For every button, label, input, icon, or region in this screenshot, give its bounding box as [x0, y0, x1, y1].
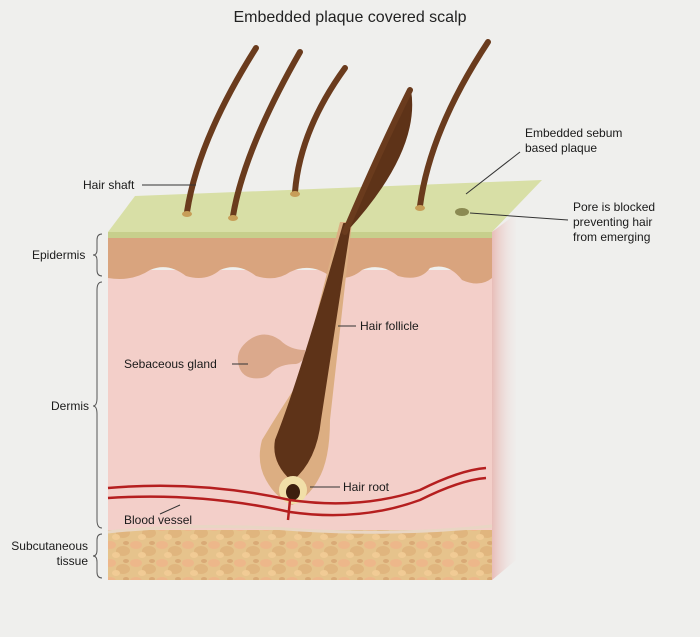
subcutaneous-layer: [108, 530, 492, 580]
sebaceous-gland-shape: [237, 334, 305, 379]
label-blood-vessel: Blood vessel: [124, 513, 193, 527]
label-epidermis: Epidermis: [32, 248, 86, 262]
leader-lines: [142, 151, 569, 515]
blocked-pore: [455, 208, 469, 216]
hair-shaft-3: [292, 65, 348, 195]
block-side-face: [492, 214, 516, 580]
label-sebaceous-gland: Sebaceous gland: [124, 357, 217, 371]
subcutaneous-edge: [107, 524, 493, 534]
plaque-front-edge: [108, 232, 492, 238]
label-plaque-line1: Embedded sebum: [525, 126, 623, 140]
label-subcutaneous: Subcutaneous tissue: [6, 539, 88, 569]
label-pore-line3: from emerging: [573, 230, 651, 244]
hair-shaft-4: [417, 39, 491, 209]
label-hair-shaft: Hair shaft: [83, 178, 135, 192]
epidermis-layer: [108, 232, 492, 284]
label-subcutaneous-line1: Subcutaneous: [11, 539, 88, 553]
blood-vessels: [107, 466, 487, 521]
follicle-hair: [274, 89, 413, 481]
hair-root-papilla: [286, 484, 300, 500]
subcutaneous-brace: [92, 533, 103, 579]
label-hair-follicle: Hair follicle: [360, 319, 419, 333]
layer-braces: [92, 233, 103, 579]
hair-shaft-2: [230, 49, 303, 219]
epidermis-brace: [92, 233, 103, 277]
plaque-layer: [108, 180, 542, 232]
hair-shafts: [184, 39, 491, 219]
label-plaque-line2: based plaque: [525, 141, 598, 155]
follicle-hair-top: [342, 87, 413, 235]
label-hair-root: Hair root: [343, 480, 390, 494]
label-pore-line1: Pore is blocked: [573, 200, 656, 214]
diagram-title: Embedded plaque covered scalp: [233, 9, 467, 26]
hair-shaft-1: [184, 45, 259, 215]
label-blocked-pore: Pore is blocked preventing hair from eme…: [573, 200, 655, 245]
hair-pores: [182, 191, 425, 221]
label-dermis: Dermis: [51, 399, 89, 413]
label-pore-line2: preventing hair: [573, 215, 653, 229]
dermis-brace: [92, 281, 103, 529]
label-plaque: Embedded sebum based plaque: [525, 126, 622, 156]
label-subcutaneous-line2: tissue: [56, 554, 88, 568]
